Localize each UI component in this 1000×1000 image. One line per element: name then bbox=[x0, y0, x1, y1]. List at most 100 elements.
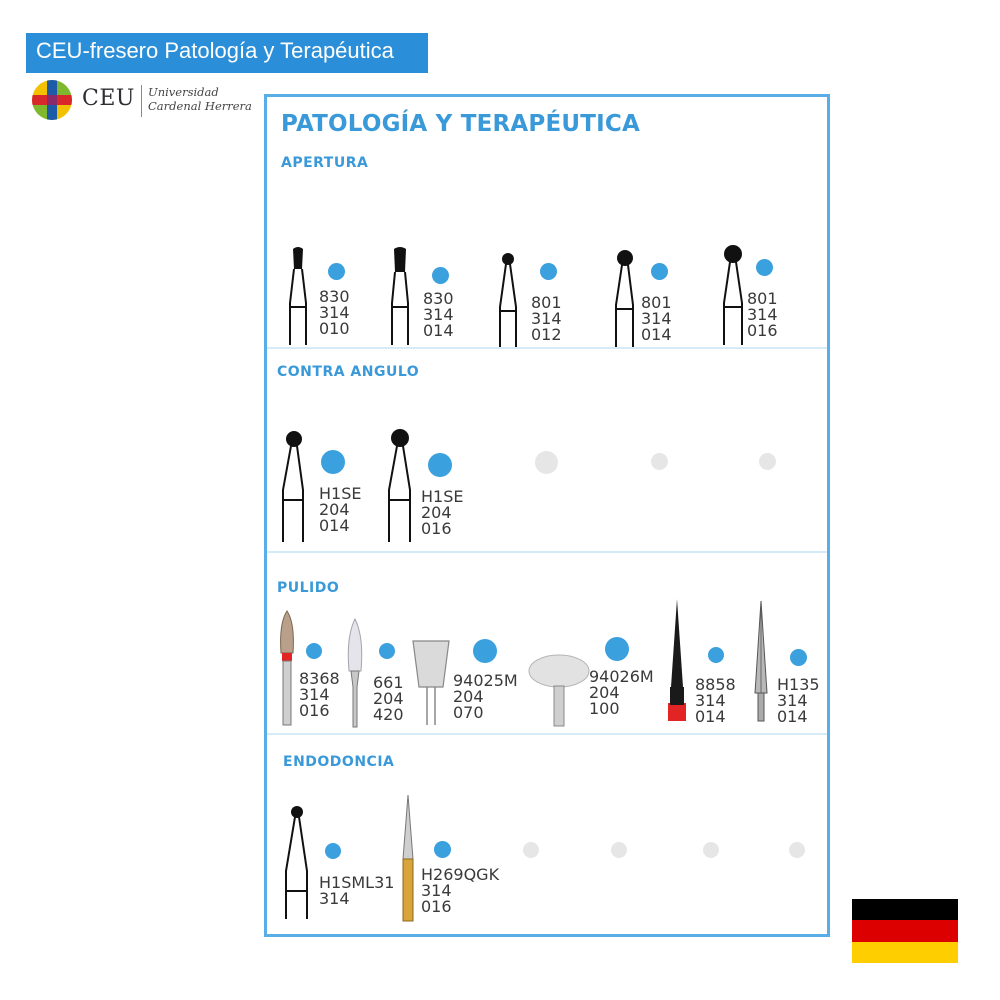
section-divider bbox=[267, 551, 827, 553]
availability-dot bbox=[321, 450, 345, 474]
code-line-1: 801 bbox=[531, 293, 562, 312]
code-line-2: 204 bbox=[453, 687, 484, 706]
section-divider bbox=[267, 347, 827, 349]
bur-pear-icon bbox=[289, 247, 307, 345]
empty-slot-dot bbox=[651, 453, 668, 470]
logo-line-2: Cardenal Herrera bbox=[148, 99, 252, 113]
code-line-1: 94026M bbox=[589, 667, 654, 686]
availability-dot bbox=[428, 453, 452, 477]
code-line-2: 204 bbox=[319, 500, 350, 519]
code-line-1: 830 bbox=[423, 289, 454, 308]
code-line-3: 014 bbox=[695, 707, 726, 726]
code-line-1: H135 bbox=[777, 675, 820, 694]
carbide-needle-bur-icon bbox=[754, 600, 768, 722]
code-line-3: 010 bbox=[319, 319, 350, 338]
code-line-3: 014 bbox=[777, 707, 808, 726]
section-title-endodoncia: ENDODONCIA bbox=[283, 754, 395, 770]
code-line-2: 204 bbox=[421, 503, 452, 522]
bur-code: H1SML31 314 bbox=[319, 875, 394, 907]
bur-round-icon bbox=[282, 431, 304, 542]
logo-university: Universidad Cardenal Herrera bbox=[148, 85, 252, 113]
bur-code: 801 314 016 bbox=[747, 291, 778, 339]
bur-code: H1SE 204 014 bbox=[319, 486, 361, 534]
availability-dot bbox=[306, 643, 322, 659]
availability-dot bbox=[540, 263, 557, 280]
bur-round-icon bbox=[499, 253, 517, 347]
availability-dot bbox=[756, 259, 773, 276]
polishing-cup-icon bbox=[412, 640, 450, 725]
code-line-2: 204 bbox=[589, 683, 620, 702]
empty-slot-dot bbox=[703, 842, 719, 858]
page-title-banner: CEU-fresero Patología y Terapéutica bbox=[26, 33, 428, 73]
logo-divider bbox=[141, 85, 142, 117]
code-line-2: 314 bbox=[319, 889, 350, 908]
code-line-2: 314 bbox=[421, 881, 452, 900]
flag-stripe-black bbox=[852, 899, 958, 921]
availability-dot bbox=[708, 647, 724, 663]
card-title: PATOLOGÍA Y TERAPÉUTICA bbox=[281, 111, 640, 137]
availability-dot bbox=[328, 263, 345, 280]
code-line-3: 016 bbox=[421, 897, 452, 916]
section-title-pulido: PULIDO bbox=[277, 580, 340, 596]
bur-round-icon bbox=[388, 429, 411, 542]
bur-code: 830 314 010 bbox=[319, 289, 350, 337]
code-line-1: 94025M bbox=[453, 671, 518, 690]
ceu-emblem-icon bbox=[32, 80, 72, 120]
code-line-3: 014 bbox=[319, 516, 350, 535]
code-line-2: 314 bbox=[423, 305, 454, 324]
bur-round-icon bbox=[615, 250, 634, 347]
logo-line-1: Universidad bbox=[148, 85, 219, 99]
code-line-3: 070 bbox=[453, 703, 484, 722]
code-line-3: 014 bbox=[641, 325, 672, 344]
section-divider bbox=[267, 733, 827, 735]
empty-slot-dot bbox=[759, 453, 776, 470]
availability-dot bbox=[434, 841, 451, 858]
code-line-1: 830 bbox=[319, 287, 350, 306]
code-line-2: 314 bbox=[747, 305, 778, 324]
availability-dot bbox=[651, 263, 668, 280]
code-line-2: 314 bbox=[531, 309, 562, 328]
code-line-2: 314 bbox=[299, 685, 330, 704]
code-line-2: 314 bbox=[641, 309, 672, 328]
availability-dot bbox=[790, 649, 807, 666]
bur-code: 830 314 014 bbox=[423, 291, 454, 339]
code-line-3: 420 bbox=[373, 705, 404, 724]
bur-code: H1SE 204 016 bbox=[421, 489, 463, 537]
section-title-contra-angulo: CONTRA ANGULO bbox=[277, 364, 420, 380]
empty-slot-dot bbox=[535, 451, 558, 474]
code-line-3: 014 bbox=[423, 321, 454, 340]
bur-code: 661 204 420 bbox=[373, 675, 404, 723]
code-line-2: 314 bbox=[319, 303, 350, 322]
bur-pear-icon bbox=[391, 247, 409, 345]
bur-code: 8368 314 016 bbox=[299, 671, 340, 719]
code-line-3: 016 bbox=[747, 321, 778, 340]
bur-code: 8858 314 014 bbox=[695, 677, 736, 725]
german-flag-icon bbox=[852, 899, 958, 963]
code-line-1: 661 bbox=[373, 673, 404, 692]
bur-code: H135 314 014 bbox=[777, 677, 820, 725]
availability-dot bbox=[379, 643, 395, 659]
code-line-1: 8858 bbox=[695, 675, 736, 694]
code-line-2: 314 bbox=[777, 691, 808, 710]
empty-slot-dot bbox=[523, 842, 539, 858]
diamond-flame-bur-icon bbox=[280, 610, 294, 726]
bur-chart-card: PATOLOGÍA Y TERAPÉUTICA APERTURA 830 314… bbox=[264, 94, 830, 937]
empty-slot-dot bbox=[789, 842, 805, 858]
flag-stripe-gold bbox=[852, 941, 958, 963]
code-line-1: H1SML31 bbox=[319, 873, 395, 892]
code-line-1: 801 bbox=[747, 289, 778, 308]
ceu-logo: CEU Universidad Cardenal Herrera bbox=[30, 78, 260, 126]
diamond-needle-bur-icon bbox=[668, 599, 686, 721]
bur-code: 801 314 014 bbox=[641, 295, 672, 343]
section-title-apertura: APERTURA bbox=[281, 155, 369, 171]
code-line-1: 801 bbox=[641, 293, 672, 312]
bur-code: 801 314 012 bbox=[531, 295, 562, 343]
flag-stripe-red bbox=[852, 920, 958, 942]
code-line-1: H1SE bbox=[319, 484, 362, 503]
code-line-1: H1SE bbox=[421, 487, 464, 506]
bur-round-icon bbox=[723, 245, 743, 345]
bur-code: H269QGK 314 016 bbox=[421, 867, 499, 915]
logo-brand: CEU bbox=[82, 86, 135, 111]
polishing-disc-icon bbox=[528, 654, 590, 727]
availability-dot bbox=[473, 639, 497, 663]
